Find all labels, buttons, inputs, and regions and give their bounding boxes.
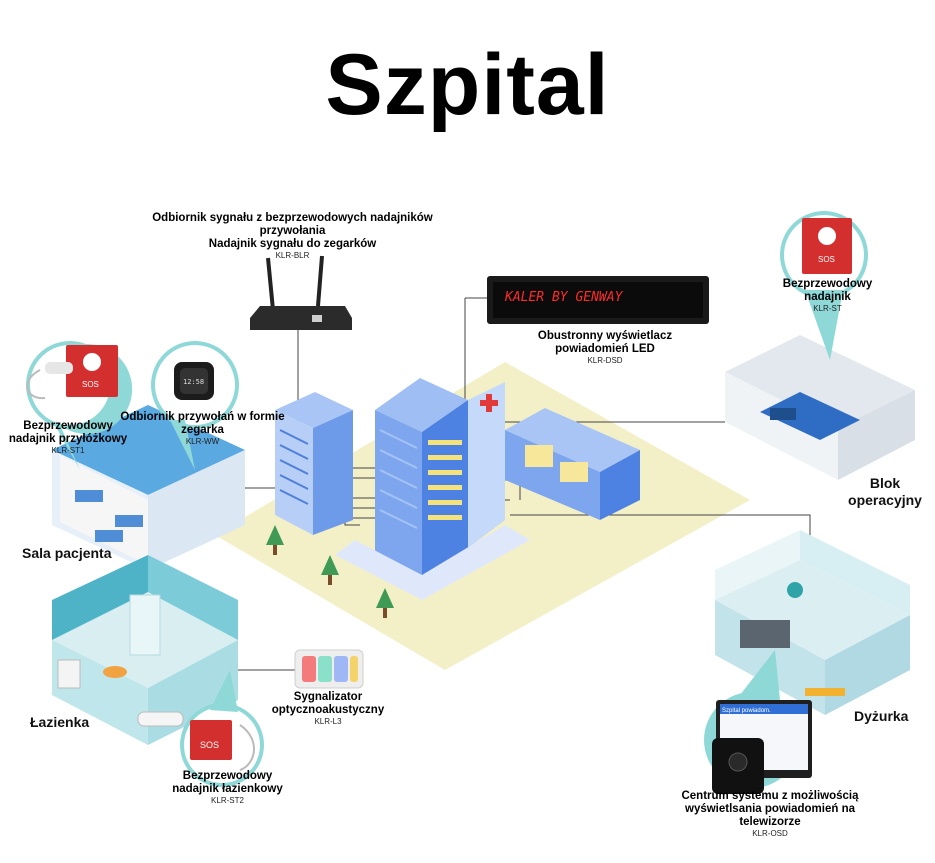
bathroom-transmitter-name: Bezprzewodowy nadajnik łazienkowy xyxy=(172,770,283,795)
duty-room xyxy=(715,530,910,715)
tree-icon xyxy=(266,525,284,555)
led-display-icon xyxy=(487,276,709,324)
svg-text:12:58: 12:58 xyxy=(183,378,204,386)
receiver-code: KLR-BLR xyxy=(275,251,310,260)
bed-transmitter-label: Bezprzewodowy nadajnik przyłóżkowy KLR-S… xyxy=(3,420,133,455)
tree-icon xyxy=(321,555,339,585)
watch-receiver-label: Odbiornik przywołań w formie zegarka KLR… xyxy=(120,411,285,446)
operating-block-room xyxy=(725,335,915,480)
system-center-label: Centrum systemu z możliwością wyświetlsa… xyxy=(680,790,860,838)
bathroom-transmitter-callout: SOS xyxy=(180,670,264,787)
right-wing xyxy=(505,408,640,520)
bathroom-transmitter-label: Bezprzewodowy nadajnik łazienkowy KLR-ST… xyxy=(160,770,295,805)
system-center-code: KLR-OSD xyxy=(752,829,788,838)
room-label-patient: Sala pacjenta xyxy=(22,545,112,561)
watch-receiver-name: Odbiornik przywołań w formie zegarka xyxy=(120,411,285,436)
receiver-name-2: Nadajnik sygnału do zegarków xyxy=(208,238,377,250)
surgery-transmitter-code: KLR-ST xyxy=(813,304,842,313)
signal-light-icon xyxy=(294,649,364,689)
bed-transmitter-callout: SOS xyxy=(26,341,133,470)
watch-receiver-callout: 12:58 xyxy=(151,341,239,470)
page-title: Szpital xyxy=(325,37,610,133)
signal-light-label: Sygnalizator optycznoakustyczny KLR-L3 xyxy=(268,691,388,726)
room-label-duty: Dyżurka xyxy=(854,708,909,724)
room-label-bathroom: Łazienka xyxy=(30,714,90,730)
bathroom-transmitter-code: KLR-ST2 xyxy=(211,796,244,805)
sos-text: SOS xyxy=(818,255,835,264)
led-display-label: Obustronny wyświetlacz powiadomień LED K… xyxy=(530,330,680,365)
sos-text: SOS xyxy=(200,740,219,750)
router-icon xyxy=(250,255,352,330)
led-display-name: Obustronny wyświetlacz powiadomień LED xyxy=(537,330,673,355)
receiver-name-1: Odbiornik sygnału z bezprzewodowych nada… xyxy=(152,212,433,237)
left-tower xyxy=(275,392,353,535)
system-center-callout xyxy=(704,650,812,794)
main-tower xyxy=(335,378,530,600)
surgery-transmitter-name: Bezprzewodowy nadajnik xyxy=(782,278,873,303)
tree-icon xyxy=(376,588,394,618)
sos-text: SOS xyxy=(82,380,99,389)
room-label-operating: Blok operacyjny xyxy=(848,475,922,508)
signal-light-name: Sygnalizator optycznoakustyczny xyxy=(271,691,385,716)
bathroom-room xyxy=(52,555,238,745)
surgery-transmitter-callout: SOS xyxy=(780,211,868,360)
signal-light-code: KLR-L3 xyxy=(314,717,342,726)
led-display-text: KALER BY GENWAY xyxy=(504,290,624,305)
bed-transmitter-name: Bezprzewodowy nadajnik przyłóżkowy xyxy=(8,420,128,445)
surgery-transmitter-label: Bezprzewodowy nadajnik KLR-ST xyxy=(780,278,875,313)
bed-transmitter-code: KLR-ST1 xyxy=(51,446,85,455)
receiver-label: Odbiornik sygnału z bezprzewodowych nada… xyxy=(150,212,435,260)
led-display-code: KLR-DSD xyxy=(587,356,623,365)
tv-header-text: Szpital powiadom. xyxy=(722,708,771,714)
watch-receiver-code: KLR-WW xyxy=(185,437,220,446)
system-center-name: Centrum systemu z możliwością wyświetlsa… xyxy=(681,790,859,828)
